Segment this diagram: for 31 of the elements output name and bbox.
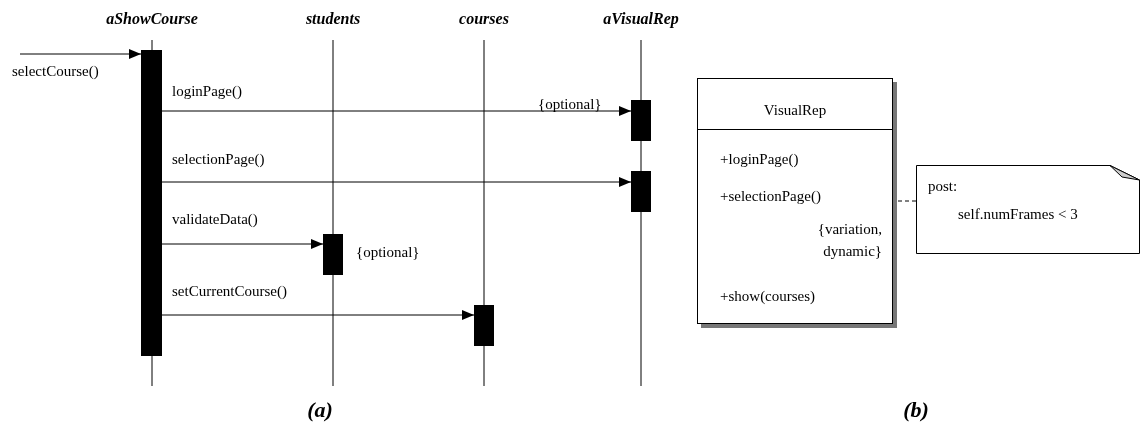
message-arrow — [161, 106, 632, 116]
constraint-text: self.numFrames < 3 — [958, 205, 1078, 223]
lifeline-heading: students — [305, 10, 361, 28]
panel-caption: (b) — [903, 397, 929, 423]
method-name: +show(courses) — [720, 287, 816, 305]
panel-caption: (a) — [307, 397, 333, 423]
constraint-text: {variation, dynamic} — [816, 220, 882, 261]
note-heading: post: — [928, 177, 958, 195]
message-label: validateData() — [172, 210, 258, 228]
constraint-text: {optional} — [356, 243, 420, 261]
message-arrow — [19, 49, 142, 59]
activation-bar — [474, 305, 494, 346]
note-box — [916, 165, 1140, 254]
message-arrow — [161, 310, 475, 320]
message-label: loginPage() — [172, 82, 242, 100]
activation-bar — [631, 100, 651, 141]
method-name: +loginPage() — [720, 150, 799, 168]
lifeline-heading: courses — [459, 10, 509, 28]
activation-bar — [141, 50, 162, 356]
message-label: setCurrentCourse() — [172, 282, 287, 300]
message-label: selectCourse() — [12, 62, 99, 80]
message-arrow — [161, 177, 632, 187]
lifeline-heading: aShowCourse — [106, 10, 198, 28]
lifeline-heading: aVisualRep — [603, 10, 679, 28]
constraint-text: {optional} — [538, 95, 602, 113]
message-arrow — [161, 239, 324, 249]
activation-bar — [631, 171, 651, 212]
message-label: selectionPage() — [172, 150, 265, 168]
method-name: +selectionPage() — [720, 187, 821, 205]
activation-bar — [323, 234, 343, 275]
class-name: VisualRep — [763, 101, 827, 119]
